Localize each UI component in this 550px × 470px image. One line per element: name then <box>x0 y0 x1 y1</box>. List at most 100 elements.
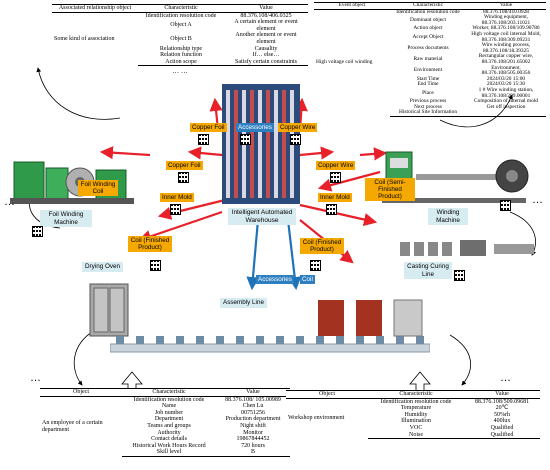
table-header: Value <box>466 2 546 10</box>
label-accessories-bottom: Accessories <box>256 275 294 284</box>
characteristic-cell: Identification resolution code <box>396 8 460 15</box>
rack-shelf <box>266 90 270 198</box>
flow-arrow <box>299 146 335 160</box>
assembly-line-image <box>109 330 431 360</box>
characteristic-cell: Accept Object <box>412 33 444 40</box>
flow-arrow <box>246 219 260 291</box>
foil-winding-machine-image <box>10 148 140 206</box>
characteristic-cell: Noise <box>368 431 464 440</box>
conveyor-unit <box>336 336 344 344</box>
characteristic-cell: Historical Work Hours Record <box>132 442 206 449</box>
qr-code-icon <box>454 270 465 281</box>
conveyor-unit <box>296 336 304 344</box>
characteristic-cell: VOC <box>409 424 423 431</box>
event-table: Event object Characteristic Value High v… <box>314 2 546 117</box>
qr-code-icon <box>198 134 209 145</box>
label-copper-wire: Copper Wire <box>278 123 318 132</box>
label-foil-winding-coil: Foil Winding Coil <box>78 180 118 196</box>
characteristic-cell: Identification resolution code <box>145 12 217 19</box>
conveyor-unit <box>276 336 284 344</box>
conveyor-unit <box>176 336 184 344</box>
pointer-arrow <box>36 67 121 120</box>
flow-arrow <box>317 170 381 192</box>
table-row: Humidity 50%rh <box>286 412 540 419</box>
rack-shelf <box>274 90 278 198</box>
value-cell: Production department <box>225 416 281 423</box>
characteristic-cell: Illumination <box>401 418 431 425</box>
characteristic-cell: Dominant object <box>409 16 447 23</box>
flow-arrow <box>99 146 151 160</box>
value-cell: Wire winding process, 88.376.108/18.3932… <box>481 42 531 54</box>
station-foil-winding-machine: Foil Winding Machine <box>40 210 92 227</box>
characteristic-cell: Teams and groups <box>147 422 191 429</box>
employee-table: Object Characteristic Value An employee … <box>40 388 290 457</box>
conveyor-unit <box>396 336 404 344</box>
table-row: Teams and groups Night shift <box>40 423 290 430</box>
ellipsis-bottom-right: … <box>500 372 512 384</box>
conveyor-unit <box>196 336 204 344</box>
characteristic-cell: Humidity <box>404 411 428 418</box>
table-header: Value <box>464 390 540 399</box>
value-cell: Causality <box>254 45 278 52</box>
characteristic-cell: Process documents <box>407 44 449 51</box>
rack-shelf <box>250 90 254 198</box>
value-cell: 88.376.108/ 105.00989 <box>225 396 281 403</box>
value-cell: 50%rh <box>494 411 510 418</box>
characteristic-cell: Temperature <box>400 405 432 412</box>
transformer-images <box>316 296 426 340</box>
qr-code-icon <box>500 200 511 211</box>
qr-code-icon <box>330 172 341 183</box>
characteristic-cell: Identification resolution code <box>380 398 452 405</box>
label-inner-mold-right: Inner Mold <box>318 193 352 202</box>
qr-code-icon <box>290 134 301 145</box>
label-coil-semi: Coil (Semi-Finished Product) <box>365 178 415 201</box>
conveyor-unit <box>156 336 164 344</box>
characteristic-cell: Authority <box>157 429 181 436</box>
object-label: Some kind of association <box>54 35 115 42</box>
characteristic-cell: Department <box>154 416 184 423</box>
table-header: Object <box>40 388 122 397</box>
rack-shelf <box>234 90 238 198</box>
characteristic-cell: Object B <box>170 35 192 42</box>
conveyor-unit <box>316 336 324 344</box>
pointer-arrow <box>449 334 471 386</box>
qr-code-icon <box>178 172 189 183</box>
characteristic-cell: Place <box>422 89 434 96</box>
conveyor-unit <box>416 336 424 344</box>
characteristic-cell: Environment <box>413 67 443 74</box>
label-copper-foil: Copper Foil <box>190 123 227 132</box>
label-coil-finished-left: Coil (Finished Product) <box>128 236 172 252</box>
conveyor-unit <box>136 336 144 344</box>
qr-code-icon <box>170 204 181 215</box>
rack-shelf <box>258 90 262 198</box>
characteristic-cell: Next process <box>414 103 442 110</box>
value-cell: Night shift <box>240 422 266 429</box>
flow-arrow <box>187 146 223 160</box>
value-cell: Satisfy certain constraints <box>224 58 308 67</box>
table-row: Process documents Wire winding process, 8… <box>314 42 546 54</box>
characteristic-cell: Action scope <box>138 58 224 67</box>
characteristic-cell: Identification resolution code <box>133 396 205 403</box>
value-cell: Environment, 88.376.108/505.00356 <box>481 64 531 77</box>
environment-table: Object Characteristic Value Workshop env… <box>286 390 540 440</box>
conveyor-unit <box>256 336 264 344</box>
conveyor-unit <box>356 336 364 344</box>
qr-code-icon <box>326 204 337 215</box>
